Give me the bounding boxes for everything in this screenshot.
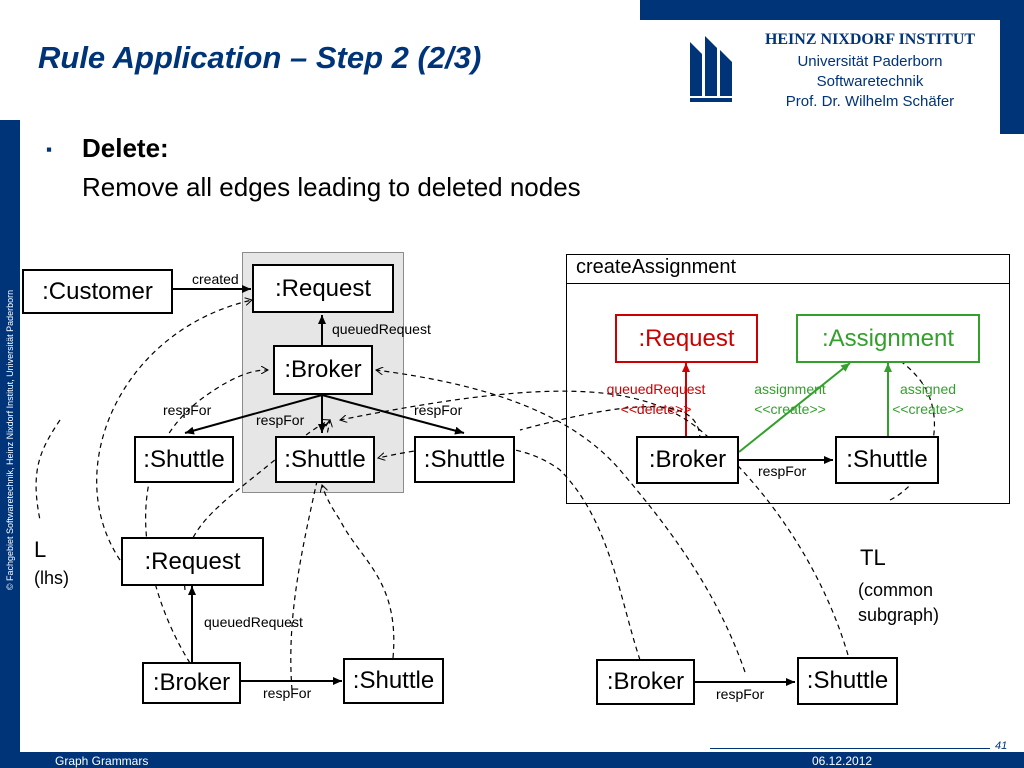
header-side-band xyxy=(1000,20,1024,134)
host-edge-label-respfor-1: respFor xyxy=(163,402,212,418)
institute-name: HEINZ NIXDORF INSTITUT xyxy=(764,31,976,48)
host-edge-label-created: created xyxy=(192,271,239,287)
institute-logo xyxy=(688,28,998,110)
header-band xyxy=(640,0,1024,20)
mapping-shuttle-rule xyxy=(799,343,935,501)
host-node-customer: :Customer xyxy=(22,269,173,314)
lhs-sublabel: (lhs) xyxy=(34,568,69,588)
institute-department: Softwaretechnik xyxy=(816,73,924,90)
institute-logo-icon xyxy=(690,36,732,102)
tl-node-shuttle: :Shuttle xyxy=(797,657,898,705)
tl-edge-label-respfor: respFor xyxy=(716,686,765,702)
mapping-request-lhs-host xyxy=(96,300,252,561)
left-sidebar xyxy=(0,120,20,768)
institute-university: Universität Paderborn xyxy=(797,53,943,70)
bullet-heading: Delete: xyxy=(82,133,169,163)
tl-node-broker: :Broker xyxy=(596,659,695,705)
edge-respfor-3 xyxy=(321,394,465,435)
rule-edge-stereotype-delete: <<delete>> xyxy=(620,401,692,417)
lhs-node-shuttle: :Shuttle xyxy=(343,658,444,704)
rule-edge-stereotype-create-1: <<create>> xyxy=(754,401,826,417)
slide-title: Rule Application – Step 2 (2/3) xyxy=(38,40,482,75)
rule-edge-label-assigned: assigned xyxy=(899,381,957,397)
rule-edge-label-assignment: assignment xyxy=(754,381,826,397)
bullet-body: Remove all edges leading to deleted node… xyxy=(82,172,581,202)
mapping-shuttle-tl-host xyxy=(340,390,849,656)
footer-bar xyxy=(20,752,1024,768)
host-node-shuttle-1: :Shuttle xyxy=(134,436,234,483)
mapping-broker-lhs-host xyxy=(145,370,268,664)
square-bullet-icon: ▪ xyxy=(46,140,53,159)
edge-respfor-1 xyxy=(184,394,323,435)
rule-title-divider xyxy=(566,283,1010,284)
host-node-shuttle-3: :Shuttle xyxy=(414,436,515,483)
rule-title: createAssignment xyxy=(576,256,737,278)
host-node-broker: :Broker xyxy=(273,345,373,395)
rule-edge-stereotype-create-2: <<create>> xyxy=(892,401,964,417)
tl-sublabel-2: subgraph) xyxy=(858,605,940,625)
rule-node-assignment: :Assignment xyxy=(796,314,980,363)
institute-professor: Prof. Dr. Wilhelm Schäfer xyxy=(785,93,955,110)
host-edge-label-queued: queuedRequest xyxy=(332,321,431,337)
lhs-node-broker: :Broker xyxy=(142,662,241,704)
lhs-edge-label-respfor: respFor xyxy=(263,685,312,701)
tl-sublabel-1: (common xyxy=(858,580,934,600)
rule-node-shuttle: :Shuttle xyxy=(835,436,939,484)
rule-edge-label-respfor: respFor xyxy=(758,463,807,479)
mapping-shuttle-lhs-host xyxy=(322,485,395,659)
rule-edge-assignment xyxy=(738,362,851,453)
rule-node-request: :Request xyxy=(615,314,758,363)
footer-divider xyxy=(710,748,990,749)
host-edge-label-respfor-2: respFor xyxy=(256,412,305,428)
mapping-customer xyxy=(35,419,61,521)
host-node-request: :Request xyxy=(252,264,394,313)
lhs-label: L xyxy=(34,537,47,562)
mapping-broker-tl-host xyxy=(378,445,641,661)
page-number: 41 xyxy=(995,740,1008,752)
footer-course: Graph Grammars xyxy=(55,754,149,768)
mapping-respfor-tl-host xyxy=(376,370,746,673)
host-edge-label-respfor-3: respFor xyxy=(414,402,463,418)
lhs-edge-label-queued: queuedRequest xyxy=(204,614,303,630)
rule-edge-label-queued: queuedRequest xyxy=(606,381,706,397)
host-node-shuttle-2: :Shuttle xyxy=(275,436,375,483)
mapping-broker-rule xyxy=(519,406,701,441)
lhs-node-request: :Request xyxy=(121,537,264,586)
footer-date: 06.12.2012 xyxy=(812,754,873,768)
rule-node-broker: :Broker xyxy=(636,436,739,484)
tl-label: TL xyxy=(860,545,886,570)
